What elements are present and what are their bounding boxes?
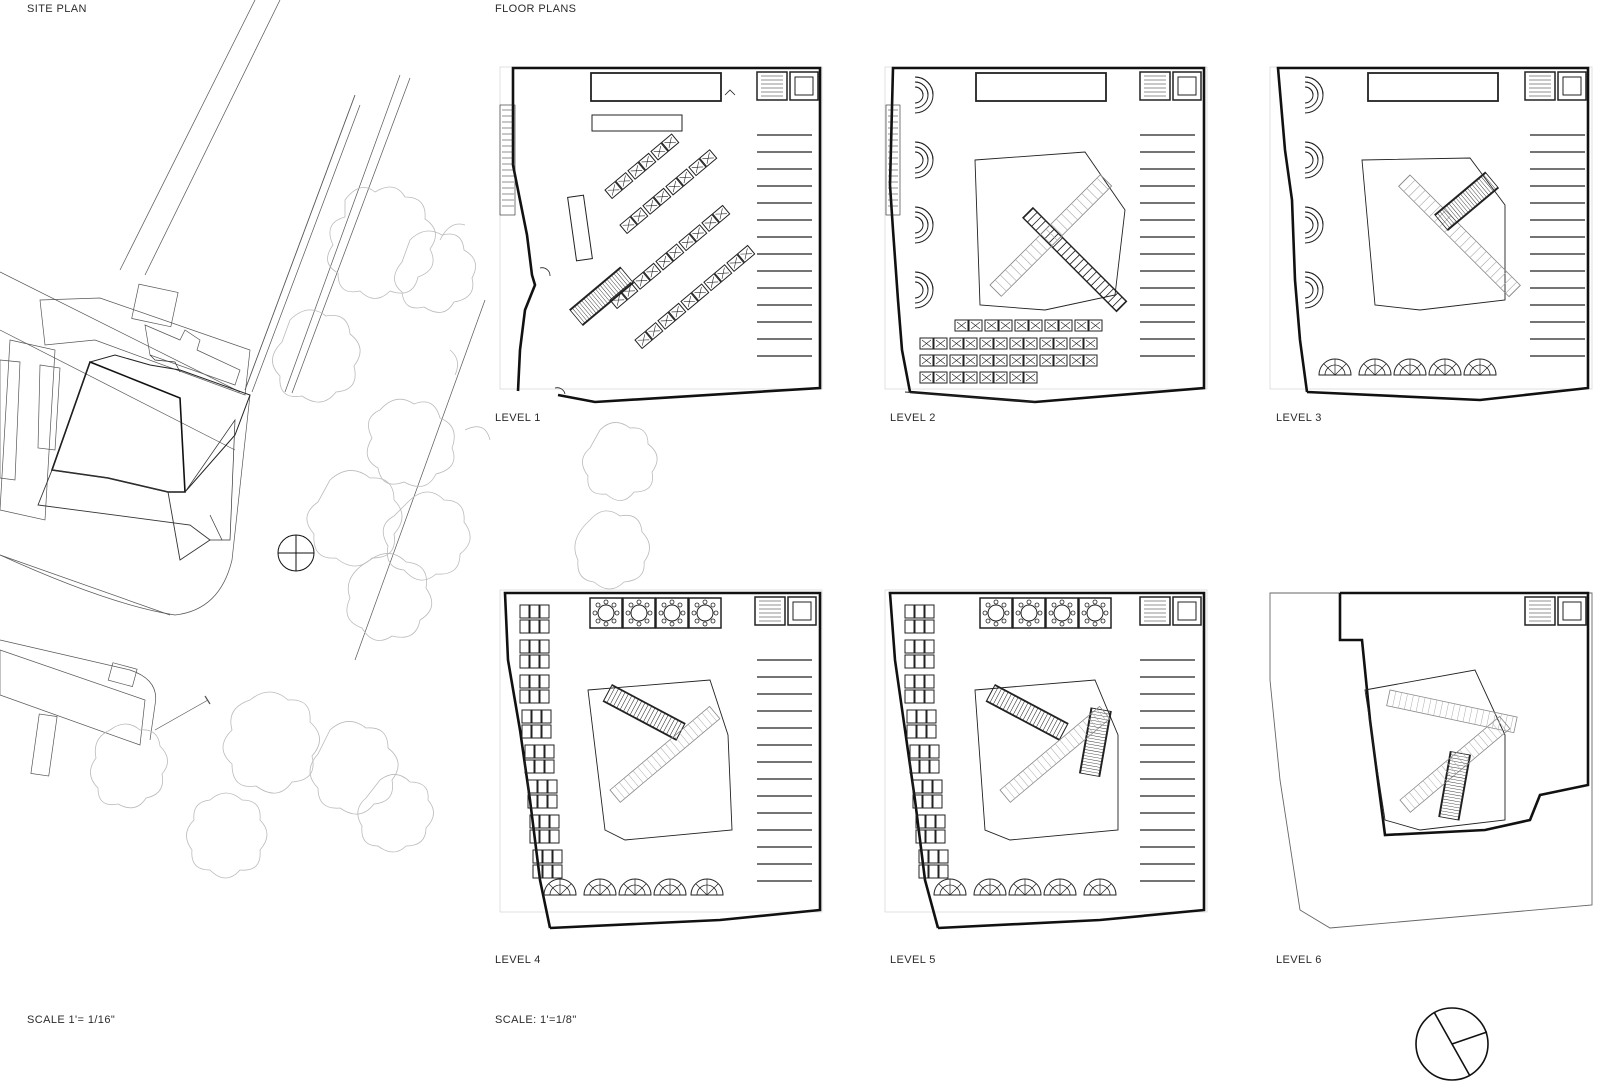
tree-canopies [90,186,658,879]
level-5-label: LEVEL 5 [890,954,936,966]
site-scale-note: SCALE 1'= 1/16" [27,1014,116,1026]
level-3-label: LEVEL 3 [1276,412,1322,424]
floor-plan-level-1 [499,66,823,404]
site-plan-title: SITE PLAN [27,3,87,15]
floor-plan-level-5 [884,589,1208,930]
floor-plan-level-4 [499,589,823,930]
level-6-label: LEVEL 6 [1276,954,1322,966]
floor-plan-level-6 [1269,591,1593,929]
floor-plan-level-2 [884,66,1208,404]
north-arrow-icon [1415,1007,1489,1081]
north-arrow-icon [277,534,315,572]
floor-scale-note: SCALE: 1'=1/8" [495,1014,577,1026]
floor-plan-level-3 [1269,66,1593,402]
floor-plans-title: FLOOR PLANS [495,3,577,15]
site-plan [0,0,486,777]
level-1-label: LEVEL 1 [495,412,541,424]
level-2-label: LEVEL 2 [890,412,936,424]
level-4-label: LEVEL 4 [495,954,541,966]
